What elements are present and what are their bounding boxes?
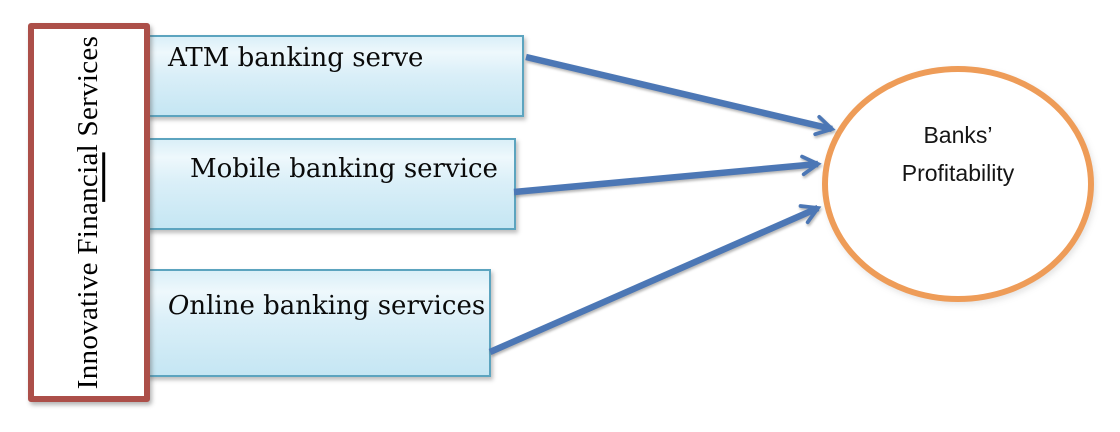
atm-banking-label: ATM banking serve	[168, 43, 424, 73]
arrow-online-to-profitability	[488, 208, 818, 355]
online-label-italic-o: O	[168, 291, 190, 321]
atm-banking-box: ATM banking serve	[146, 35, 524, 117]
banks-profitability-ellipse: Banks’ Profitability	[822, 66, 1094, 302]
mobile-banking-label: Mobile banking service	[190, 154, 498, 184]
side-label-post: l Services	[72, 35, 105, 153]
innovative-financial-services-frame: Innovative Financial Services	[28, 23, 150, 402]
side-label-underlined: ncia	[72, 152, 105, 202]
ellipse-label-line2: Profitability	[901, 160, 1015, 186]
online-banking-box: Online banking services	[146, 269, 491, 377]
online-banking-label: Online banking services	[168, 291, 485, 321]
side-label-pre: Innovative Fina	[72, 201, 105, 390]
side-label: Innovative Financial Services	[73, 36, 106, 389]
banks-profitability-label: Banks’ Profitability	[902, 116, 1014, 192]
arrow-atm-to-profitability	[525, 53, 832, 129]
arrow-mobile-to-profitability	[513, 164, 818, 196]
mobile-banking-box: Mobile banking service	[146, 138, 516, 230]
online-label-rest: nline banking services	[189, 291, 486, 321]
ellipse-label-line1: Banks’	[923, 122, 993, 148]
